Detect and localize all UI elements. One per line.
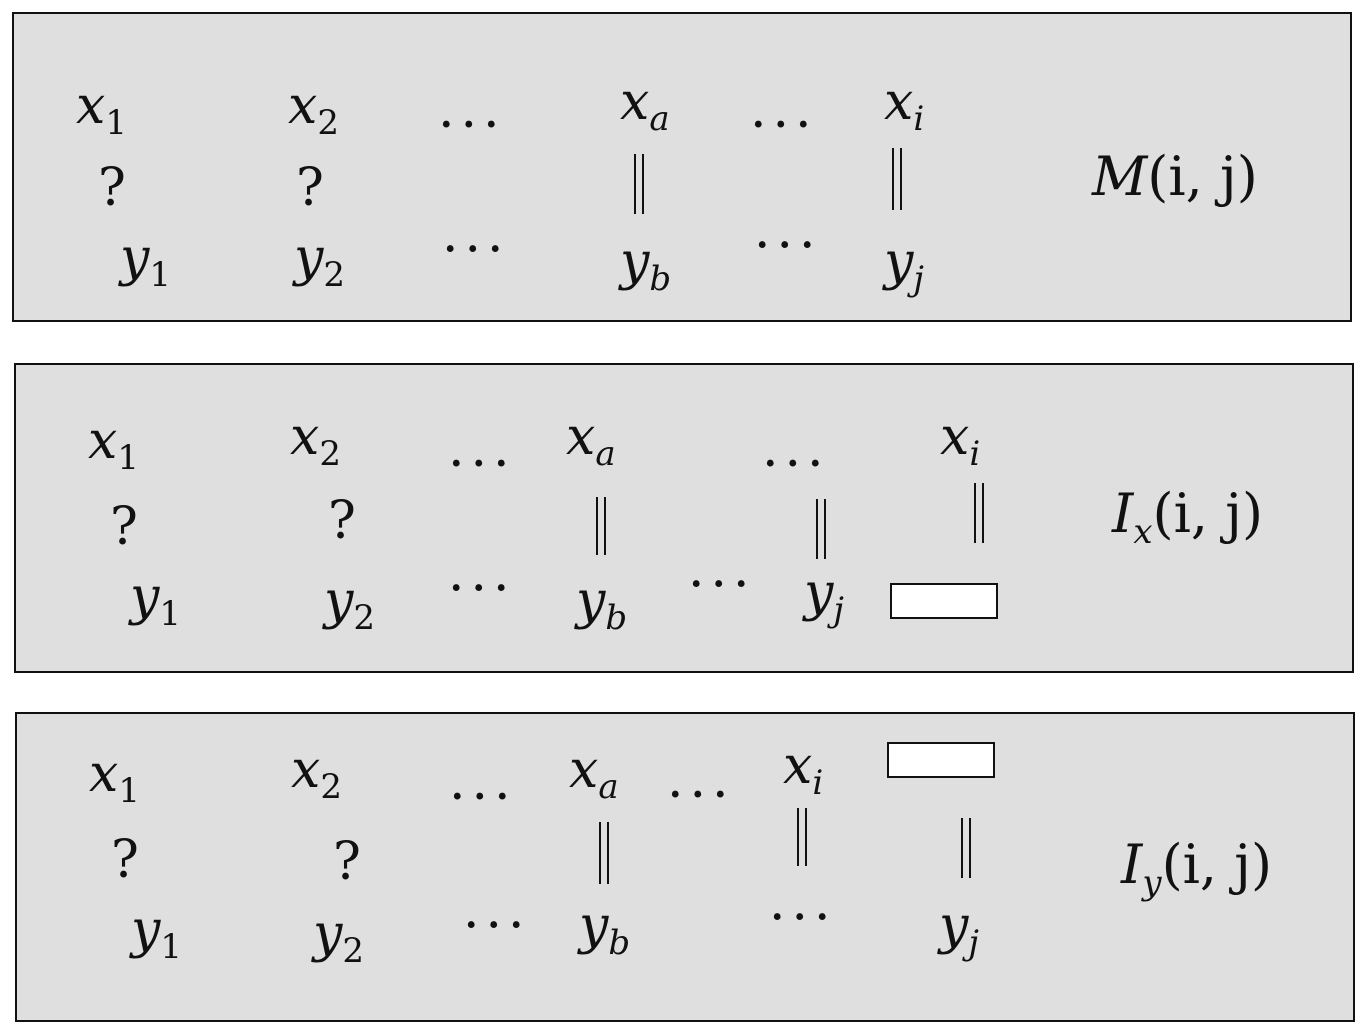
token-y2: y2 [294,228,346,295]
ellipsis-top-1: ... [449,752,517,812]
ellipsis-bottom-2: ··· [688,555,756,615]
token-x2: x2 [288,76,339,143]
match-bar-i [974,483,984,543]
token-y2: y2 [313,904,365,971]
token-xi: xi [940,407,981,474]
token-yb: yb [576,571,628,638]
mismatch-mark-2: ? [333,832,361,892]
token-x1: x1 [89,744,140,811]
panel-insert-x: x1 x2 ... xa ... xi ? ? y1 y2 ··· yb ···… [14,363,1354,673]
ellipsis-top-2: ... [667,750,735,810]
token-xi: xi [884,72,925,139]
token-xa: xa [569,740,619,807]
panel-label-m: M(i, j) [1092,145,1258,208]
mismatch-mark-1: ? [111,830,139,890]
match-bar-a [596,497,606,555]
token-y2: y2 [324,571,376,638]
token-xa: xa [566,407,616,474]
match-bar-j [961,818,971,878]
ellipsis-bottom-1: ··· [448,559,516,619]
ellipsis-top-1: ... [448,419,516,479]
match-bar-a [599,822,609,884]
match-bar-a [634,154,644,214]
token-yj: yj [939,896,979,963]
token-x1: x1 [76,76,127,143]
mismatch-mark-1: ? [98,158,126,218]
ellipsis-top-2: ... [750,80,818,140]
token-yb: yb [620,232,672,299]
token-x1: x1 [88,411,139,478]
match-bar-i [892,148,902,210]
token-yb: yb [579,896,631,963]
token-yj: yj [804,563,844,630]
ellipsis-top-1: ... [438,80,506,140]
token-x2: x2 [290,407,341,474]
mismatch-mark-2: ? [296,158,324,218]
panel-insert-y: x1 x2 ... xa ... xi ? ? y1 y2 ··· yb ···… [15,712,1355,1022]
panel-label-ix: Ix(i, j) [1112,482,1264,552]
ellipsis-bottom-1: ··· [463,896,531,956]
panel-label-iy: Iy(i, j) [1121,833,1273,903]
mismatch-mark-2: ? [328,491,356,551]
ellipsis-bottom-2: ··· [769,888,837,948]
ellipsis-bottom-2: ··· [754,216,822,276]
token-y1: y1 [130,567,182,634]
match-bar-i [797,808,807,866]
gap-box [890,583,998,619]
mismatch-mark-1: ? [110,497,138,557]
token-y1: y1 [120,228,172,295]
gap-box [887,742,995,778]
match-bar-j [816,499,826,559]
token-yj: yj [884,232,924,299]
panel-match: x1 x2 ... xa ... xi ? ? y1 y2 ··· yb ···… [12,12,1352,322]
ellipsis-top-2: ... [762,419,830,479]
token-x2: x2 [291,740,342,807]
token-y1: y1 [131,900,183,967]
ellipsis-bottom-1: ··· [442,220,510,280]
token-xa: xa [620,72,670,139]
token-xi: xi [783,736,824,803]
